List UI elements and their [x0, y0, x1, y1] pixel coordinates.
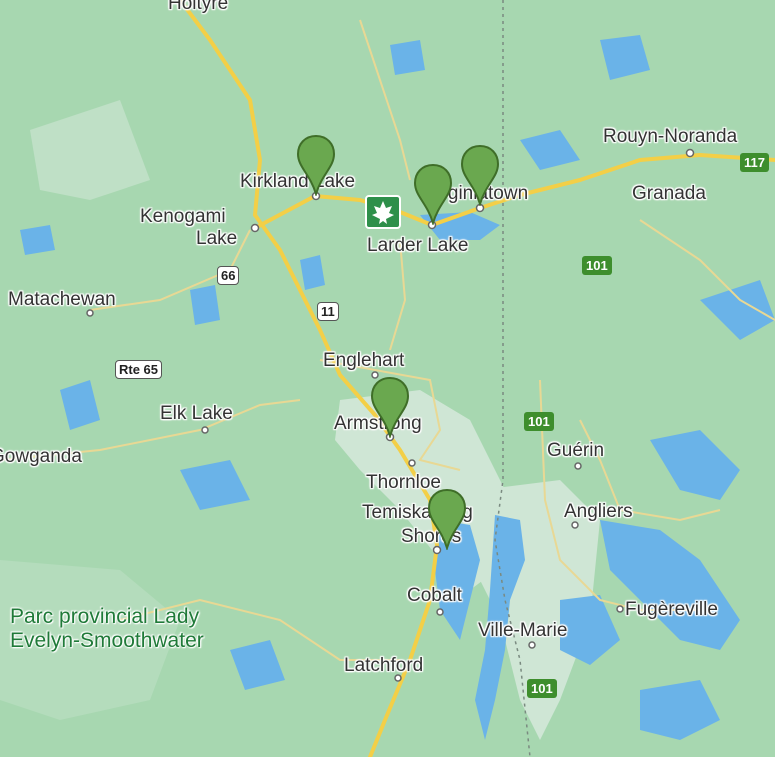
highway-shield-66: 66 [217, 266, 240, 285]
map-marker-kirkland-lake[interactable] [296, 134, 336, 196]
map-pin-icon [296, 134, 336, 196]
place-label-guerin: Guérin [547, 440, 605, 461]
place-label-elk-lake: Elk Lake [160, 403, 233, 424]
map-pin-icon [413, 163, 453, 225]
highway-shield-101-central: 101 [524, 412, 554, 431]
map-marker-virginiatown[interactable] [460, 144, 500, 206]
place-label-armstrong: Armstrong [334, 413, 422, 434]
place-label-kenogami-lake: Lake [196, 228, 238, 249]
place-label-rouyn-noranda: Rouyn-Noranda [603, 126, 738, 147]
place-label-cobalt: Cobalt [407, 585, 462, 606]
park-icon [365, 195, 401, 229]
map-marker-armstrong[interactable] [370, 376, 410, 438]
highway-shield-101-north: 101 [582, 256, 612, 275]
place-label-fugereville: Fugèreville [625, 599, 718, 620]
map-marker-temiskaming-shores[interactable] [427, 488, 467, 550]
place-label-larder-lake: Larder Lake [367, 235, 469, 256]
map-pin-icon [370, 376, 410, 438]
provincial-border [494, 0, 531, 757]
place-label-thornloe: Thornloe [366, 472, 441, 493]
place-label-kenogami: Kenogami [140, 206, 226, 227]
place-label-angliers: Angliers [564, 501, 633, 522]
place-label-ville-marie: Ville-Marie [478, 620, 568, 641]
place-label-matachewan: Matachewan [8, 289, 116, 310]
park-area [0, 560, 180, 720]
highway-shield-rte-65: Rte 65 [115, 360, 163, 379]
map-pin-icon [427, 488, 467, 550]
map-pin-icon [460, 144, 500, 206]
place-label-kirkland-lake: Kirkland Lake [240, 171, 356, 192]
place-label-granada: Granada [632, 183, 706, 204]
highway-shield-101-south: 101 [527, 679, 557, 698]
map-marker-larder-lake[interactable] [413, 163, 453, 225]
place-label-englehart: Englehart [323, 350, 405, 371]
place-label-gowganda: Gowganda [0, 446, 82, 467]
city-dots [86, 148, 695, 682]
light-green-area [30, 100, 150, 200]
lakes [20, 35, 775, 740]
highway-shield-11: 11 [317, 302, 339, 321]
park-label-line1: Parc provincial Lady [10, 605, 200, 628]
minor-roads [0, 19, 775, 661]
park-label-line2: Evelyn-Smoothwater [10, 629, 204, 652]
highway-shield-117: 117 [740, 153, 769, 172]
place-label-holtyre: Holtyre [168, 0, 229, 14]
place-label-latchford: Latchford [344, 655, 424, 676]
